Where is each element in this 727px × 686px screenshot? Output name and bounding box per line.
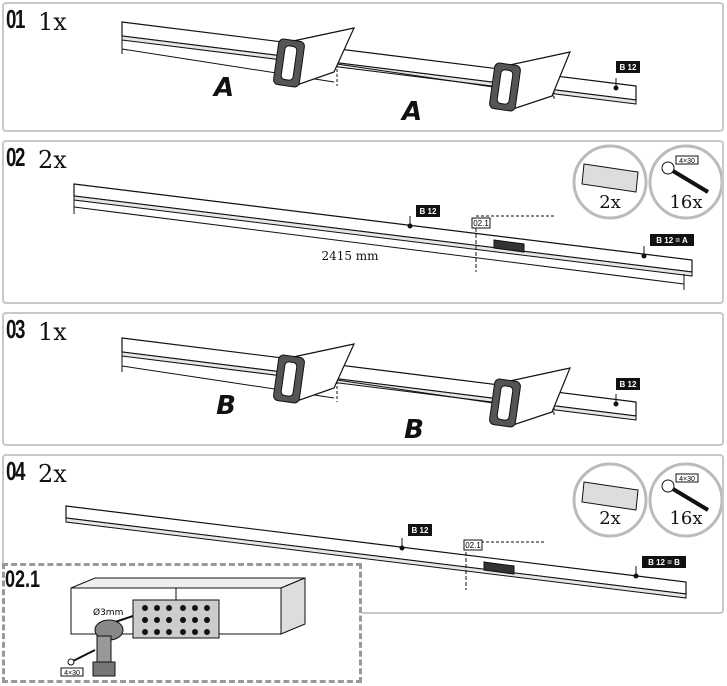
screw-code: 4×30 (64, 670, 80, 677)
drill-detail: Ø3mm 4×30 (60, 577, 306, 677)
beam-equals-tag: B 12 = B (648, 558, 680, 567)
joint-diagram-a: 2415 mm 02.1 B 12 B 12 = A 2x 4×30 16x (73, 144, 722, 290)
beam-tag: B 12 (420, 207, 437, 216)
screw-hardware: 4×30 16x (648, 144, 722, 220)
screw-icon: 4×30 (60, 649, 96, 677)
screw-code: 4×30 (679, 158, 695, 165)
segment-letter-1: B (216, 391, 236, 421)
step-number: 02 (6, 142, 25, 172)
step-quantity: 1x (38, 318, 67, 346)
screw-quantity: 16x (669, 508, 702, 529)
step-quantity: 2x (38, 146, 67, 174)
beam-tag: B 12 (412, 526, 429, 535)
detail-inset: 02.1 Ø3mm 4×30 (2, 563, 362, 683)
inset-number: 02.1 (5, 566, 41, 593)
drill-icon (92, 615, 134, 677)
step-quantity: 1x (38, 8, 67, 36)
plate-quantity: 2x (599, 192, 621, 213)
joint-diagram-b: 02.1 B 12 B 12 = B 2x 4×30 16x (65, 462, 722, 599)
detail-reference: 02.1 (473, 219, 489, 228)
step-number: 01 (6, 4, 25, 34)
step-quantity: 2x (38, 460, 67, 488)
step-02-panel: 02 2x 2415 mm 02.1 B 12 B 12 = A 2x (2, 140, 724, 304)
step-number: 04 (6, 456, 25, 486)
step-01-panel: 01 1x B 12 A A (2, 2, 724, 132)
screw-quantity: 16x (669, 192, 702, 213)
cut-diagram-b: B 12 B B (121, 337, 640, 445)
plate-hardware: 2x (572, 144, 648, 220)
beam-tag: B 12 (620, 380, 637, 389)
screw-hardware: 4×30 16x (648, 462, 722, 538)
step-number: 03 (6, 314, 25, 344)
segment-letter-2: B (404, 415, 424, 445)
detail-reference: 02.1 (465, 541, 481, 550)
screw-code: 4×30 (679, 476, 695, 483)
drill-size-label: Ø3mm (93, 607, 123, 618)
cut-diagram-a: B 12 A A (121, 21, 640, 127)
beam-equals-tag: B 12 = A (656, 236, 688, 245)
plate-quantity: 2x (599, 508, 621, 529)
beam-tag: B 12 (620, 63, 637, 72)
step-03-panel: 03 1x B 12 B B (2, 312, 724, 446)
segment-letter-1: A (212, 73, 234, 103)
plate-hardware: 2x (572, 462, 648, 538)
beam-length: 2415 mm (321, 249, 379, 263)
segment-letter-2: A (400, 97, 422, 127)
